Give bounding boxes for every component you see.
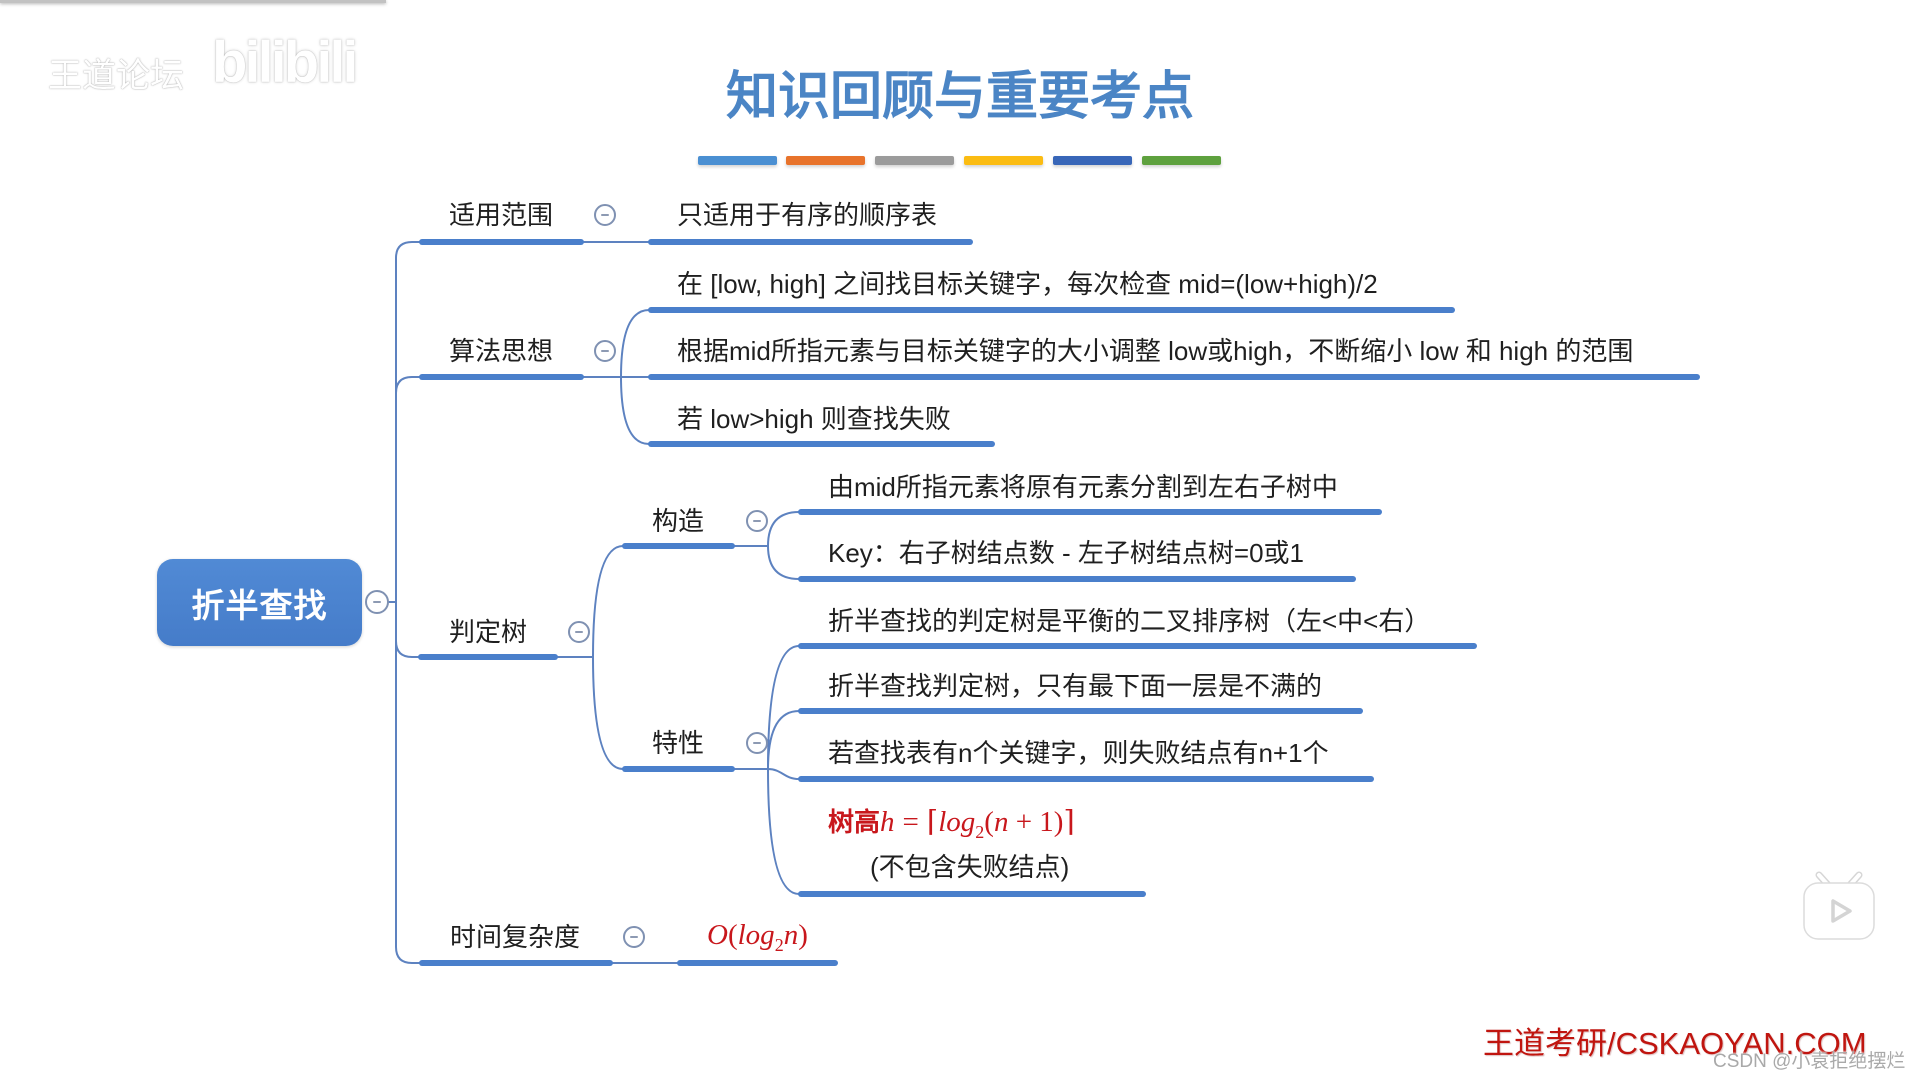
formula-log: log xyxy=(938,806,976,838)
decision-tree-collapse-button[interactable] xyxy=(568,621,590,643)
formula-paren-left: ( xyxy=(984,806,994,838)
algorithm-child-3-curve xyxy=(620,376,650,445)
tree-height-note: (不包含失败结点) xyxy=(870,852,1070,882)
construct-child-2-curve xyxy=(767,545,800,580)
properties-child-4-curve xyxy=(767,768,800,895)
properties-item-2-underline xyxy=(798,708,1363,714)
topic-time-complexity: 时间复杂度 xyxy=(450,922,581,952)
topic-scope: 适用范围 xyxy=(449,200,554,230)
scope-collapse-button[interactable] xyxy=(594,204,616,226)
trunk-to-complexity xyxy=(395,601,421,964)
formula-var-n: n xyxy=(993,806,1009,838)
construct-curve xyxy=(592,545,624,658)
properties-item-1-underline xyxy=(798,643,1477,649)
properties-curve xyxy=(592,656,624,770)
minus-icon xyxy=(601,214,609,216)
construct-item-1-underline xyxy=(798,509,1382,515)
color-bar-6 xyxy=(1142,156,1221,165)
algorithm-child-1-curve xyxy=(620,309,650,378)
color-bar-3 xyxy=(875,156,954,165)
subtopic-algorithm-2: 根据mid所指元素与目标关键字的大小调整 low或high，不断缩小 low 和… xyxy=(677,336,1634,366)
color-bar-1 xyxy=(698,156,777,165)
properties-item-2: 折半查找判定树，只有最下面一层是不满的 xyxy=(828,671,1323,701)
minus-icon xyxy=(753,520,761,522)
complexity-paren-right: ) xyxy=(798,919,808,951)
color-bar-5 xyxy=(1053,156,1132,165)
trunk-to-decision-tree xyxy=(395,640,421,658)
construct-item-2: Key：右子树结点数 - 左子树结点树=0或1 xyxy=(828,538,1305,568)
watermark-forum: 王道论坛 xyxy=(48,57,184,95)
top-progress-strip xyxy=(0,0,386,3)
topic-decision-tree: 判定树 xyxy=(449,617,528,647)
subtopic-algorithm-2-underline xyxy=(648,374,1700,380)
subtopic-construct-underline xyxy=(622,543,735,549)
formula-ceil-right: ⌉ xyxy=(1063,806,1075,838)
algorithm-collapse-button[interactable] xyxy=(594,340,616,362)
subtopic-properties: 特性 xyxy=(652,728,705,758)
properties-item-3: 若查找表有n个关键字，则失败结点有n+1个 xyxy=(828,738,1329,768)
formula-equals: = xyxy=(902,806,919,838)
color-bar-4 xyxy=(964,156,1043,165)
color-bar-2 xyxy=(786,156,865,165)
minus-icon xyxy=(753,742,761,744)
author-credit: CSDN @小袁拒绝摆烂 xyxy=(1713,1051,1906,1072)
formula-arg-rest: + 1) xyxy=(1008,806,1064,838)
properties-item-4-underline xyxy=(798,891,1146,897)
topic-algorithm-underline xyxy=(419,374,584,380)
properties-item-1: 折半查找的判定树是平衡的二叉排序树（左<中<右） xyxy=(828,606,1431,636)
subtopic-algorithm-3-underline xyxy=(648,441,995,447)
watermark-bilibili-logo: bilibili xyxy=(212,30,359,95)
complexity-log: log xyxy=(737,919,775,951)
construct-collapse-button[interactable] xyxy=(746,510,768,532)
subtopic-scope-1: 只适用于有序的顺序表 xyxy=(677,200,938,230)
root-collapse-button[interactable] xyxy=(365,590,389,614)
construct-item-2-underline xyxy=(798,576,1356,582)
properties-item-3-underline xyxy=(798,776,1374,782)
root-topic-label: 折半查找 xyxy=(191,586,328,624)
subtopic-properties-underline xyxy=(622,766,735,772)
construct-item-1: 由mid所指元素将原有元素分割到左右子树中 xyxy=(828,472,1338,502)
formula-log-base: 2 xyxy=(975,822,985,842)
minus-icon xyxy=(630,936,638,938)
topic-decision-tree-underline xyxy=(418,654,558,660)
formula-label: 树高 xyxy=(828,807,881,837)
properties-collapse-button[interactable] xyxy=(746,732,768,754)
minus-icon xyxy=(575,631,583,633)
complexity-log-base: 2 xyxy=(774,935,784,955)
properties-child-2-curve xyxy=(767,710,800,770)
complexity-big-o: O xyxy=(707,919,728,951)
page-title: 知识回顾与重要考点 xyxy=(725,68,1194,126)
trunk-to-scope xyxy=(395,241,421,603)
subtopic-algorithm-1-underline xyxy=(648,307,1455,313)
brand-watermark: 王道考研/CSKAOYAN.COM xyxy=(1483,1026,1867,1061)
subtopic-scope-1-underline xyxy=(648,239,973,245)
properties-child-1-curve xyxy=(767,645,800,770)
trunk-to-algorithm xyxy=(395,376,421,394)
complexity-paren-left: ( xyxy=(727,919,738,951)
construct-child-1-curve xyxy=(767,511,800,547)
formula-ceil-left: ⌈ xyxy=(926,806,939,838)
topic-time-complexity-underline xyxy=(419,960,613,966)
time-complexity-collapse-button[interactable] xyxy=(623,926,645,948)
minus-icon xyxy=(601,350,609,352)
formula-var-h: h xyxy=(880,806,895,838)
properties-child-3-curve xyxy=(767,768,800,780)
tree-height-formula: 树高h=⌈log2(n + 1)⌉ xyxy=(828,805,1075,844)
subtopic-construct: 构造 xyxy=(652,506,705,536)
minus-icon xyxy=(373,601,381,603)
subtopic-algorithm-3: 若 low>high 则查找失败 xyxy=(677,404,951,434)
bilibili-tv-play-icon[interactable] xyxy=(1798,868,1880,946)
root-topic: 折半查找 xyxy=(157,559,362,646)
complexity-formula: O(log2n) xyxy=(707,918,808,957)
complexity-var-n: n xyxy=(783,919,799,951)
topic-algorithm: 算法思想 xyxy=(449,336,554,366)
complexity-underline xyxy=(677,960,838,966)
subtopic-algorithm-1: 在 [low, high] 之间找目标关键字，每次检查 mid=(low+hig… xyxy=(677,269,1378,299)
topic-scope-underline xyxy=(419,239,584,245)
